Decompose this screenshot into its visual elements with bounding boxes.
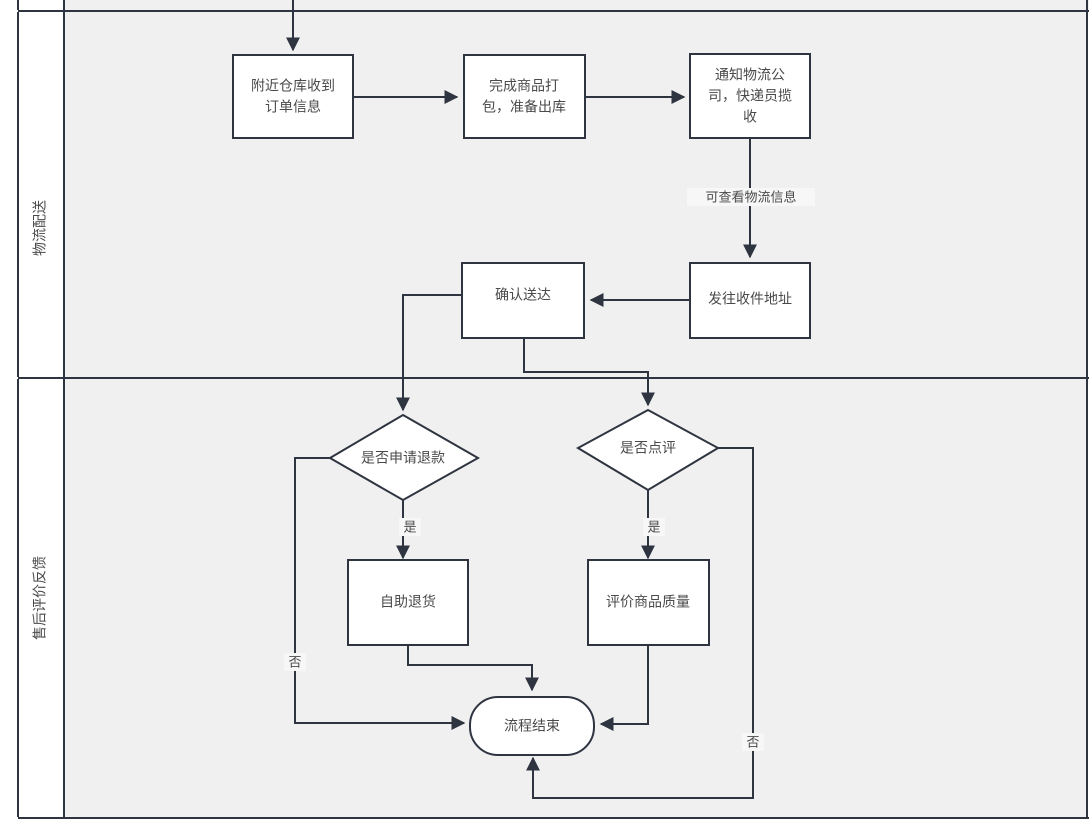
lane-aftersales-borders [17,379,1088,817]
node-confirm-delivery[interactable]: 确认送达 [461,262,585,339]
node-notify-courier-line-1: 通知物流公 [715,67,785,83]
node-ask-review-shape[interactable] [575,408,721,492]
edge-rate-end [599,645,649,731]
node-self-return[interactable]: 自助退货 [347,559,469,646]
edge-refund-no [294,457,466,730]
lane-logistics-header [18,12,64,377]
lane-aftersales-header [18,379,64,817]
node-warehouse-receive-shape[interactable] [232,54,354,139]
edge-confirm-refund [396,294,462,412]
node-ship-to-address-shape[interactable] [689,262,811,339]
edge-label-refund-yes: 是 [403,519,416,534]
edge-label-logistics-info-bg [687,188,815,206]
edge-return-end [407,645,539,692]
node-notify-courier-line-3: 收 [743,109,757,125]
node-pack-goods-shape[interactable] [463,54,586,139]
node-ask-refund-shape[interactable] [328,413,481,502]
node-warehouse-receive-line-1: 附近仓库收到 [251,78,335,94]
node-confirm-delivery-label: 确认送达 [495,287,551,303]
node-rate-quality-shape[interactable] [587,559,710,646]
node-pack-goods-line-2: 包，准备出库 [482,99,566,115]
node-warehouse-receive[interactable]: 附近仓库收到 订单信息 [232,54,354,139]
lane-logistics-label: 物流配送 [32,200,48,256]
node-ask-review[interactable]: 是否点评 [575,408,721,492]
node-warehouse-receive-line-2: 订单信息 [265,99,321,115]
lane-aftersales-label: 售后评价反馈 [32,556,48,640]
node-self-return-label: 自助退货 [380,594,436,610]
node-notify-courier[interactable]: 通知物流公 司，快递员揽 收 [689,53,811,139]
edge-label-refund-no-bg [284,653,306,671]
node-rate-quality[interactable]: 评价商品质量 [587,559,710,646]
lane-top-partial [17,0,1089,12]
node-self-return-shape[interactable] [347,559,469,646]
node-ask-refund-label: 是否申请退款 [361,450,445,466]
node-pack-goods-line-1: 完成商品打 [489,78,559,94]
edge-label-logistics-info: 可查看物流信息 [705,189,796,204]
edge-label-refund-no: 否 [288,654,301,669]
edge-label-refund-yes-bg [399,518,421,536]
edge-review-no [526,447,754,799]
node-process-end-label: 流程结束 [504,718,560,734]
edge-label-review-yes: 是 [647,519,660,534]
node-ship-to-address-label: 发往收件地址 [708,291,792,307]
node-ship-to-address[interactable]: 发往收件地址 [689,262,811,339]
edge-label-review-no: 否 [746,734,759,749]
node-notify-courier-line-2: 司，快递员揽 [708,88,792,104]
lane-top-borders [17,0,1088,10]
node-ask-review-label: 是否点评 [620,440,676,456]
lane-top-body [64,0,1089,10]
node-notify-courier-shape[interactable] [689,53,811,139]
node-confirm-delivery-shape[interactable] [461,262,585,339]
node-process-end-shape[interactable] [469,696,595,756]
node-process-end[interactable]: 流程结束 [469,696,595,756]
node-ask-refund[interactable]: 是否申请退款 [328,413,481,502]
edge-confirm-review [523,338,655,407]
edge-label-review-no-bg [742,733,764,751]
lane-top-header [18,0,64,10]
edge-label-review-yes-bg [643,518,665,536]
node-rate-quality-label: 评价商品质量 [606,594,690,610]
node-pack-goods[interactable]: 完成商品打 包，准备出库 [463,54,586,139]
lane-logistics-borders [17,12,1088,377]
